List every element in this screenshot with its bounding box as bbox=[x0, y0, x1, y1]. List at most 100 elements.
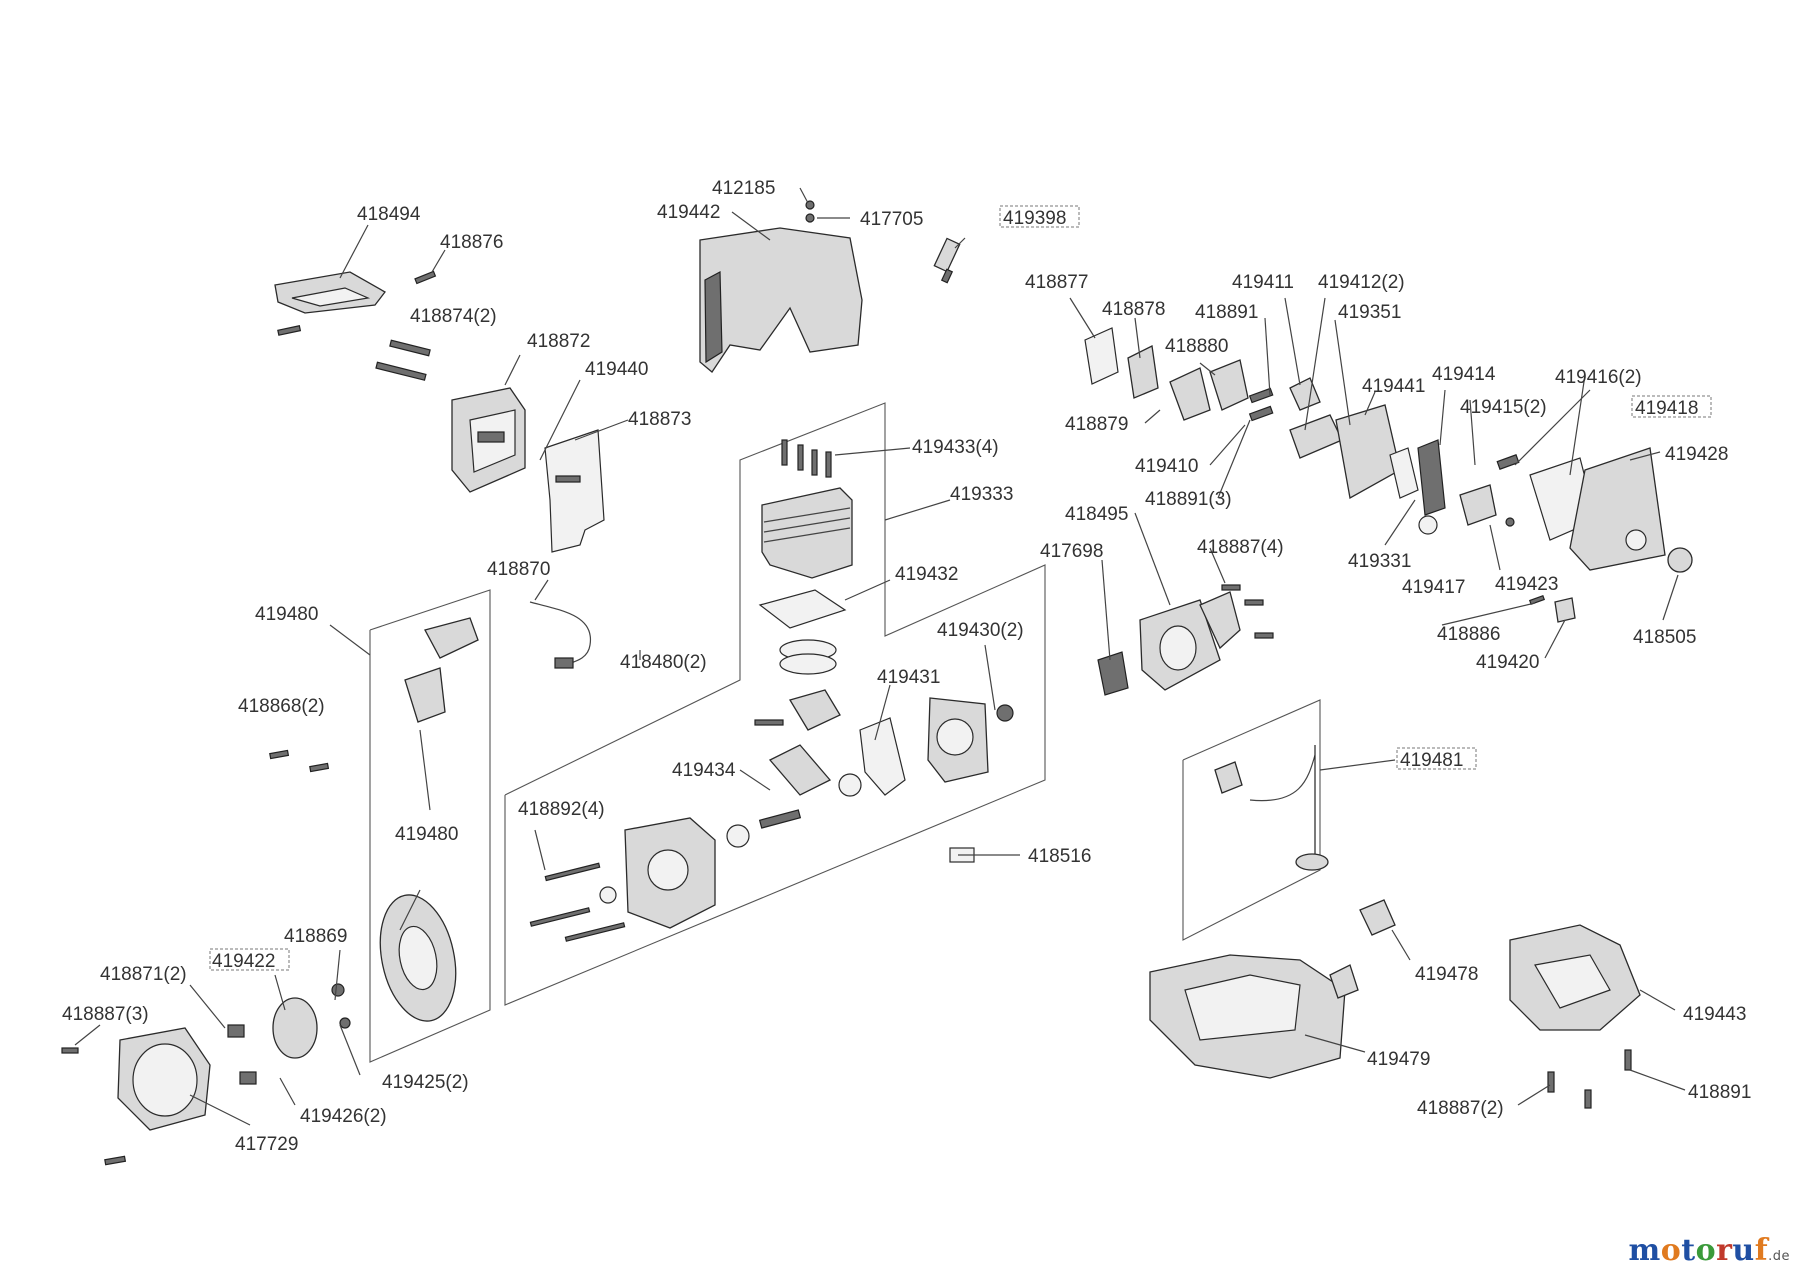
site-logo: motoruf.de bbox=[1628, 1233, 1790, 1268]
part-label-418505: 418505 bbox=[1633, 627, 1696, 648]
part-label-419433: 419433(4) bbox=[912, 437, 999, 458]
part-label-419398: 419398 bbox=[1003, 208, 1066, 229]
part-label-418887-4: 418887(4) bbox=[1197, 537, 1284, 558]
panel-ignition-group bbox=[369, 589, 491, 1063]
logo-wordmark: motoruf bbox=[1628, 1233, 1768, 1268]
assembly-panels bbox=[369, 402, 1321, 1063]
fuel-line-part bbox=[1214, 745, 1329, 871]
logo-letter: u bbox=[1732, 1233, 1755, 1268]
logo-letter: m bbox=[1628, 1233, 1661, 1268]
part-label-419410: 419410 bbox=[1135, 456, 1198, 477]
part-label-419331: 419331 bbox=[1348, 551, 1411, 572]
part-label-419441: 419441 bbox=[1362, 376, 1425, 397]
tank-guard-part bbox=[1509, 924, 1641, 1109]
part-label-419414: 419414 bbox=[1432, 364, 1496, 385]
spark-plug-part bbox=[933, 237, 961, 284]
part-label-418494: 418494 bbox=[357, 204, 421, 225]
gasket-418877 bbox=[1084, 327, 1119, 385]
part-label-418887-3: 418887(3) bbox=[62, 1004, 149, 1025]
part-label-418887-2: 418887(2) bbox=[1417, 1098, 1504, 1119]
part-label-418871: 418871(2) bbox=[100, 964, 187, 985]
top-cover-part bbox=[274, 270, 437, 336]
part-label-418886: 418886 bbox=[1437, 624, 1500, 645]
logo-domain-suffix: .de bbox=[1768, 1249, 1790, 1264]
heat-shield-part bbox=[544, 429, 605, 553]
fan-housing-part bbox=[1097, 584, 1274, 696]
logo-letter: r bbox=[1716, 1233, 1733, 1268]
logo-letter: t bbox=[1681, 1233, 1696, 1268]
part-label-419479: 419479 bbox=[1367, 1049, 1430, 1070]
carburetor-group-part bbox=[1084, 327, 1520, 535]
part-label-419480-a: 419480 bbox=[255, 604, 318, 625]
starter-housing-part bbox=[61, 1027, 211, 1166]
part-label-418872: 418872 bbox=[527, 331, 590, 352]
part-label-417729: 417729 bbox=[235, 1134, 298, 1155]
part-label-419416: 419416(2) bbox=[1555, 367, 1642, 388]
part-label-418495: 418495 bbox=[1065, 504, 1128, 525]
clutch-part bbox=[227, 997, 318, 1085]
part-label-418877: 418877 bbox=[1025, 272, 1088, 293]
part-label-418873: 418873 bbox=[628, 409, 691, 430]
part-label-419422: 419422 bbox=[212, 951, 275, 972]
part-label-419442: 419442 bbox=[657, 202, 720, 223]
part-label-418876: 418876 bbox=[440, 232, 503, 253]
part-label-419333: 419333 bbox=[950, 484, 1013, 505]
muffler-part bbox=[375, 339, 526, 493]
part-label-417705: 417705 bbox=[860, 209, 923, 230]
piston-part bbox=[754, 689, 841, 731]
part-label-419411: 419411 bbox=[1232, 272, 1294, 293]
part-label-418891-b: 418891 bbox=[1688, 1082, 1751, 1103]
part-label-417698: 417698 bbox=[1040, 541, 1103, 562]
part-label-419418: 419418 bbox=[1635, 398, 1698, 419]
part-label-418878: 418878 bbox=[1102, 299, 1165, 320]
part-label-419481: 419481 bbox=[1400, 750, 1463, 771]
part-label-419440: 419440 bbox=[585, 359, 648, 380]
part-label-419425: 419425(2) bbox=[382, 1072, 469, 1093]
part-label-419480-b: 419480 bbox=[395, 824, 458, 845]
part-label-419423: 419423 bbox=[1495, 574, 1558, 595]
part-label-419478: 419478 bbox=[1415, 964, 1478, 985]
logo-letter: o bbox=[1695, 1233, 1717, 1268]
part-drawings bbox=[61, 200, 1693, 1166]
logo-letter: o bbox=[1660, 1233, 1682, 1268]
part-label-418870: 418870 bbox=[487, 559, 550, 580]
part-label-418480: 418480(2) bbox=[620, 652, 707, 673]
part-label-418891-3: 418891(3) bbox=[1145, 489, 1232, 510]
part-label-419443: 419443 bbox=[1683, 1004, 1746, 1025]
ignition-module-part bbox=[269, 617, 479, 773]
part-labels: 412185 419442 417705 419398 418494 41887… bbox=[62, 178, 1751, 1155]
panel-fuel-line-group bbox=[1182, 699, 1321, 941]
part-label-419412: 419412(2) bbox=[1318, 272, 1405, 293]
part-label-419428: 419428 bbox=[1665, 444, 1728, 465]
air-filter-cover-part bbox=[1459, 447, 1693, 623]
part-label-418879: 418879 bbox=[1065, 414, 1128, 435]
crankcase-gasket-part bbox=[859, 717, 906, 796]
part-label-418891-a: 418891 bbox=[1195, 302, 1258, 323]
part-label-419426: 419426(2) bbox=[300, 1106, 387, 1127]
part-label-419434: 419434 bbox=[672, 760, 736, 781]
fuel-tank-part bbox=[1149, 899, 1396, 1079]
part-label-418869: 418869 bbox=[284, 926, 347, 947]
panel-cylinder-group bbox=[504, 402, 1046, 1006]
part-label-412185: 412185 bbox=[712, 178, 775, 199]
part-label-418892: 418892(4) bbox=[518, 799, 605, 820]
engine-hood-part bbox=[699, 200, 863, 373]
part-label-418516: 418516 bbox=[1028, 846, 1091, 867]
part-label-419431: 419431 bbox=[877, 667, 940, 688]
part-label-419432: 419432 bbox=[895, 564, 958, 585]
part-label-419430: 419430(2) bbox=[937, 620, 1024, 641]
cylinder-part bbox=[761, 439, 853, 579]
flywheel-part bbox=[331, 894, 457, 1029]
part-label-418880: 418880 bbox=[1165, 336, 1228, 357]
piston-rings-part bbox=[779, 639, 837, 675]
part-label-419351: 419351 bbox=[1338, 302, 1401, 323]
part-label-419420: 419420 bbox=[1476, 652, 1539, 673]
part-label-419415: 419415(2) bbox=[1460, 397, 1547, 418]
part-label-418874: 418874(2) bbox=[410, 306, 497, 327]
part-label-419417: 419417 bbox=[1402, 577, 1465, 598]
ignition-wire-part bbox=[529, 601, 591, 669]
crankshaft-part bbox=[599, 744, 862, 904]
part-label-418868: 418868(2) bbox=[238, 696, 325, 717]
logo-letter: f bbox=[1754, 1233, 1769, 1268]
